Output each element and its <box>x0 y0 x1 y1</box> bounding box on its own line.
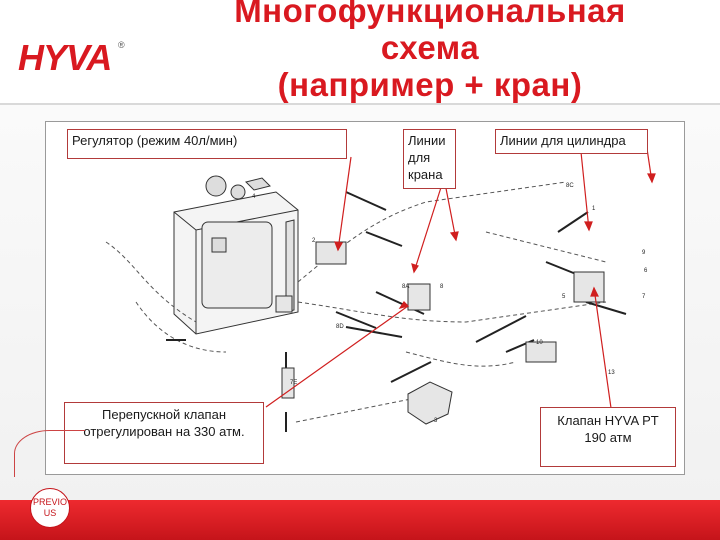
part-number-6: 6 <box>644 268 648 274</box>
part-number-8c: 8C <box>566 183 574 189</box>
header <box>0 0 720 104</box>
part-number-5: 5 <box>562 294 566 300</box>
part-number-8a: 8A <box>402 284 409 290</box>
callout-hyva-valve: Клапан HYVA PT 190 атм <box>540 407 676 467</box>
part-number-4: 4 <box>252 194 256 200</box>
callout-crane-lines: Линии для крана <box>403 129 456 189</box>
title-line-2: схема <box>380 29 480 66</box>
part-number-7e: 7E <box>290 380 297 386</box>
part-number-10: 10 <box>536 340 543 346</box>
part-number-8: 8 <box>440 284 444 290</box>
previous-button[interactable]: PREVIO US <box>30 488 70 528</box>
callout-regulator: Регулятор (режим 40л/мин) <box>67 129 347 159</box>
page-title: Многофункциональная схема (например + кр… <box>170 0 690 103</box>
part-number-1: 1 <box>592 206 596 212</box>
valve-blocks <box>275 241 605 425</box>
title-line-1: Многофункциональная <box>234 0 626 29</box>
title-line-3: (например + кран) <box>277 66 583 103</box>
hydraulic-schematic: 3 4 8C 1 9 6 5 7 10 8A 8D 7E 3 2 13 8 <box>105 134 656 432</box>
part-number-13: 13 <box>608 370 615 376</box>
logo-text: HYVA <box>18 37 111 76</box>
part-number-7: 7 <box>642 294 646 300</box>
hyva-logo: HYVA ® <box>18 37 125 76</box>
part-numbers: 3 4 8C 1 9 6 5 7 10 8A 8D 7E 3 2 13 8 <box>252 151 648 424</box>
callout-cylinder-lines: Линии для цилиндра <box>495 129 648 154</box>
logo-registered-mark: ® <box>118 40 125 50</box>
footer-band <box>0 500 720 540</box>
part-number-3b: 3 <box>434 418 438 424</box>
callout-bypass-valve: Перепускной клапан отрегулирован на 330 … <box>64 402 264 464</box>
part-number-8d: 8D <box>336 324 344 330</box>
header-divider <box>0 103 720 105</box>
previous-button-label: PREVIO US <box>32 497 67 518</box>
part-number-2: 2 <box>312 238 316 244</box>
decorative-arc <box>14 430 85 477</box>
oil-tank-illustration <box>173 175 299 335</box>
part-number-9: 9 <box>642 250 646 256</box>
callout-leaders <box>265 141 656 409</box>
